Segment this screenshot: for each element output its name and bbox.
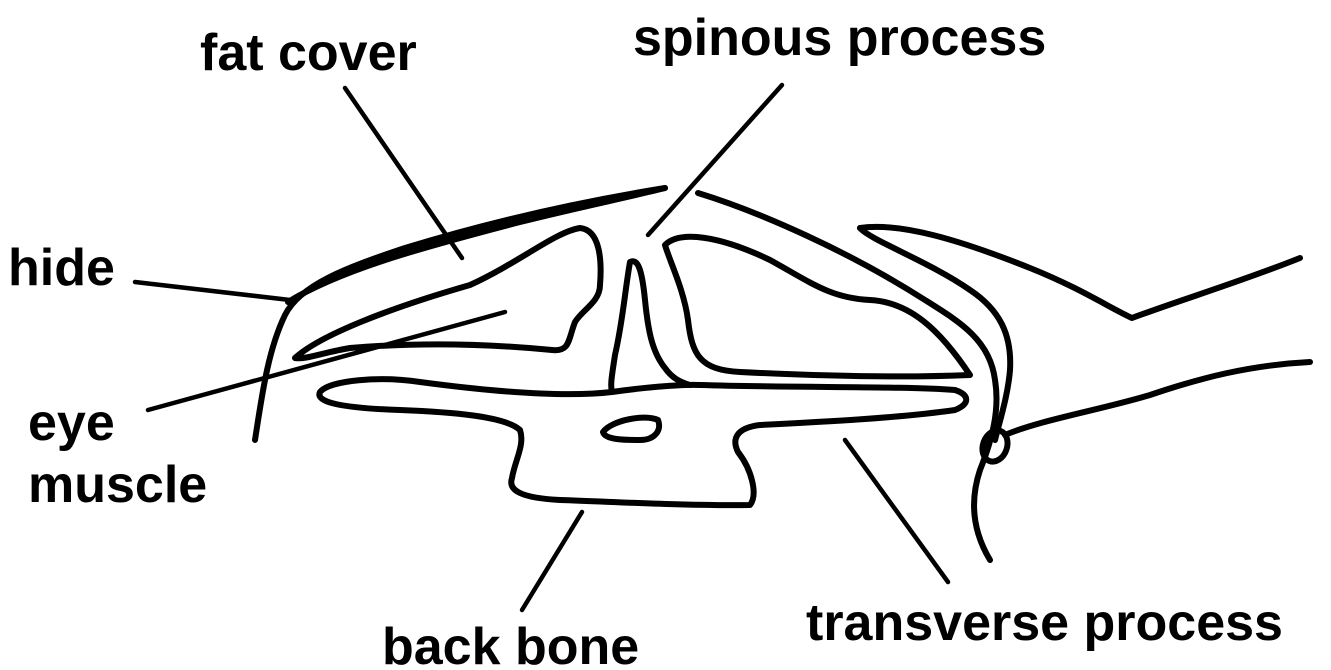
left-eye-muscle-outline bbox=[295, 228, 601, 358]
back-bone-leader bbox=[522, 512, 582, 610]
fat-cover-leader bbox=[345, 88, 462, 258]
label-hide: hide bbox=[8, 239, 115, 297]
eye-muscle-leader bbox=[148, 312, 505, 410]
label-transverse-process: transverse process bbox=[806, 594, 1283, 652]
label-eye: eye bbox=[28, 394, 115, 452]
transverse-process-leader bbox=[845, 440, 948, 582]
neural-canal-outline bbox=[603, 418, 659, 440]
small-node-outline bbox=[978, 427, 1011, 465]
label-muscle: muscle bbox=[28, 456, 207, 514]
flank-upper-outline bbox=[860, 227, 1300, 318]
label-back-bone: back bone bbox=[382, 618, 639, 670]
label-fat-cover: fat cover bbox=[200, 24, 417, 82]
spinous-process-leader bbox=[648, 85, 782, 235]
hide-leader bbox=[135, 282, 290, 300]
label-spinous-process: spinous process bbox=[633, 9, 1046, 67]
right-eye-muscle-outline bbox=[665, 237, 970, 377]
hide-outline bbox=[255, 188, 665, 440]
flank-lower-outline bbox=[1005, 362, 1310, 435]
